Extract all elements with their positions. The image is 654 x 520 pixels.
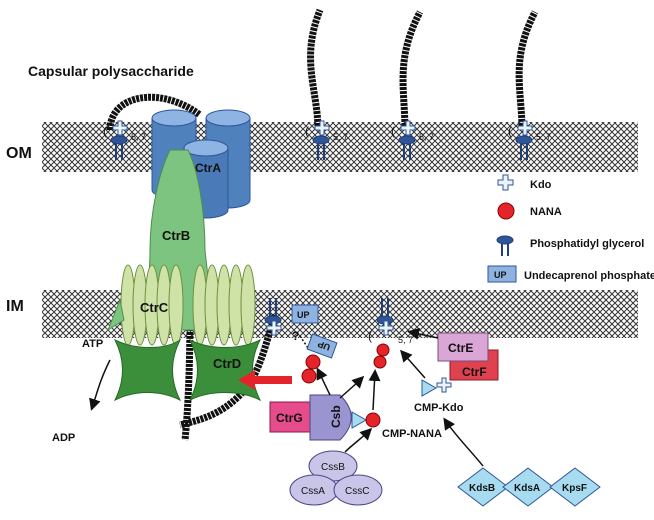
svg-text:UP: UP: [316, 339, 331, 353]
polysaccharide-chain: [181, 299, 194, 441]
svg-text:(: (: [103, 124, 107, 138]
cmp-nana-icon: [351, 411, 381, 429]
ctrB-label: CtrB: [162, 228, 190, 243]
question-mark: ?: [292, 329, 299, 343]
ctrA-complex: CtrA: [151, 109, 251, 219]
css-complex: [289, 450, 383, 506]
adp-label: ADP: [52, 432, 75, 444]
ctrF-label: CtrF: [462, 365, 487, 379]
ctrC-ring: [106, 264, 256, 346]
csb-protein: [309, 394, 352, 441]
arrow-csb-to-up: [339, 375, 365, 399]
cmp-nana-label: CMP-NANA: [382, 428, 442, 440]
svg-text:(: (: [368, 329, 372, 343]
polysaccharide-chain: [307, 8, 324, 131]
ctrA-label: CtrA: [195, 161, 221, 175]
im-anchor-left: [264, 298, 282, 336]
polysaccharide-chain: [179, 313, 279, 429]
arrow-cmpnana-up: [368, 369, 381, 411]
legend-up-label: Undecaprenol phosphate: [524, 270, 654, 282]
ctrG-label: CtrG: [276, 411, 303, 425]
kdsB-label: KdsB: [469, 483, 495, 494]
inner-membrane-label: IM: [6, 298, 24, 315]
om-anchor-1: ( 5, 7: [103, 120, 146, 160]
cssB-label: CssB: [321, 462, 345, 473]
im-anchor-center: ( 5, 7: [368, 298, 413, 369]
ctrE-label: CtrE: [448, 341, 473, 355]
svg-text:(: (: [391, 124, 395, 138]
outer-membrane-label: OM: [6, 145, 32, 162]
ctrD-dimer: [113, 338, 262, 402]
legend: Kdo NANA Phosphatidyl glycerol UP Undeca…: [487, 174, 654, 283]
kds-pathway: [457, 467, 601, 507]
svg-text:5, 7: 5, 7: [419, 132, 434, 142]
svg-text:5, 7: 5, 7: [333, 132, 348, 142]
svg-text:5, 7: 5, 7: [398, 335, 413, 345]
svg-text:(: (: [508, 124, 512, 138]
legend-up-icon-text: UP: [494, 270, 507, 280]
ctrC-label: CtrC: [140, 300, 169, 315]
csb-label: Csb: [329, 405, 343, 428]
up-box: [291, 304, 319, 324]
legend-kdo-icon: [497, 174, 514, 191]
figure-title: Capsular polysaccharide: [28, 63, 194, 79]
arrow-ctre-to-lipid: [407, 328, 439, 340]
cmp-kdo-label: CMP-Kdo: [414, 402, 464, 414]
cmp-kdo-icon: [421, 377, 452, 397]
legend-pg-label: Phosphatidyl glycerol: [530, 238, 644, 250]
ctrD-label: CtrD: [213, 356, 241, 371]
polysaccharide-chain: [515, 10, 539, 131]
arrow-kds-to-cmpkdo: [443, 417, 484, 467]
atp-label: ATP: [82, 338, 103, 350]
legend-nana-icon: [497, 202, 515, 220]
svg-text:5, 7: 5, 7: [536, 132, 551, 142]
polysaccharide-chain: [106, 93, 203, 131]
nana-intermediate: [301, 354, 321, 384]
legend-up-icon: [487, 265, 517, 283]
kdsA-label: KdsA: [514, 483, 540, 494]
arrow-css-to-cmpnana: [344, 427, 373, 453]
arrow-csb-to-nana: [316, 367, 331, 396]
kpsF-label: KpsF: [562, 483, 587, 494]
om-anchor-3: ( 5, 7: [391, 120, 434, 160]
svg-text:5, 7: 5, 7: [131, 132, 146, 142]
legend-kdo-label: Kdo: [530, 179, 552, 191]
ctrE-box: [437, 332, 489, 362]
up-box-label: UP: [297, 310, 310, 320]
cssC-label: CssC: [345, 486, 369, 497]
om-anchor-4: ( 5, 7: [508, 120, 551, 160]
svg-text:(: (: [305, 124, 309, 138]
outer-membrane: [42, 122, 638, 172]
legend-pg-icon: [496, 235, 514, 256]
cssA-label: CssA: [301, 486, 325, 497]
legend-nana-label: NANA: [530, 206, 562, 218]
export-arrow: [238, 370, 292, 390]
atp-hydrolysis-arrow: [89, 359, 111, 411]
polysaccharide-chain: [399, 10, 424, 131]
arrow-cmpkdo-up: [400, 349, 426, 379]
om-anchor-2: ( 5, 7: [305, 120, 348, 160]
up-flipped: UP: [306, 333, 338, 359]
